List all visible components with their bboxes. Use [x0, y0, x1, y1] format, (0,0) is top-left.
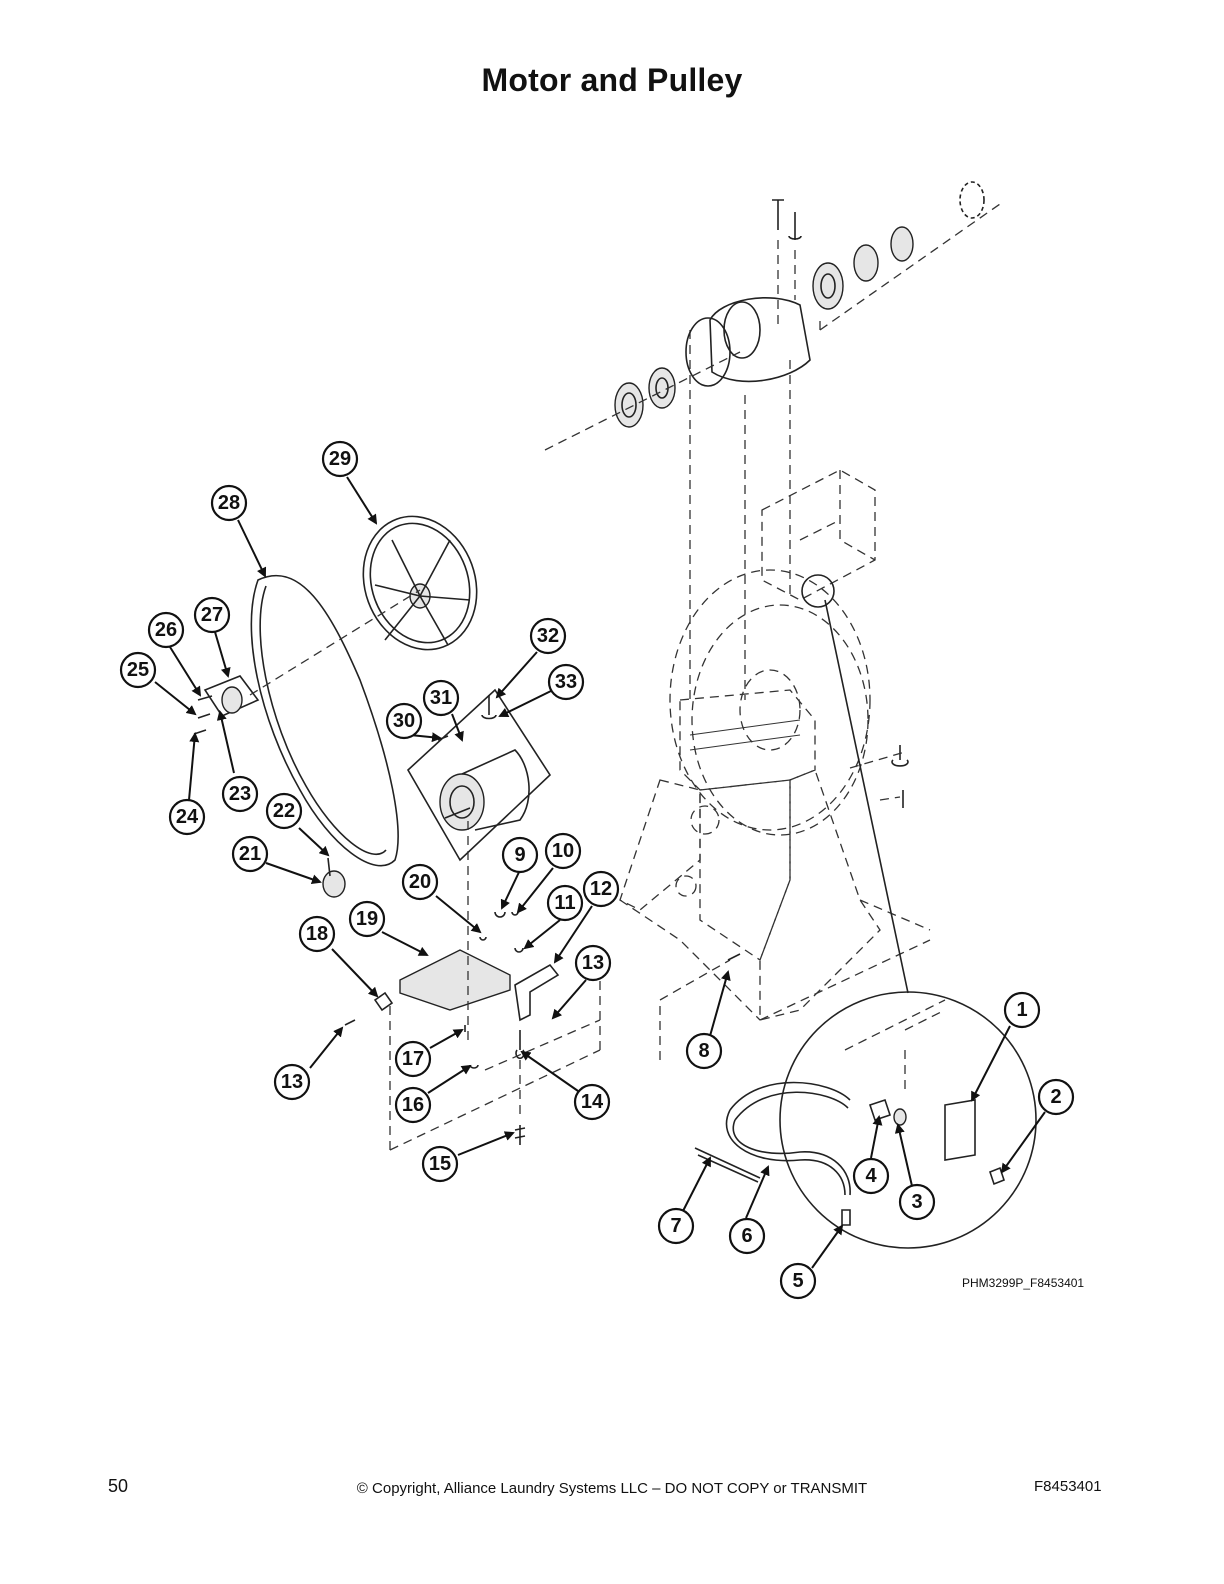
svg-text:11: 11 — [554, 892, 575, 914]
drive-belt — [250, 574, 399, 867]
callout-3: 3 — [898, 1183, 936, 1221]
svg-text:19: 19 — [356, 908, 378, 930]
callout-27: 27 — [193, 596, 231, 634]
document-number: F8453401 — [1034, 1478, 1102, 1495]
callout-24: 24 — [168, 798, 206, 836]
page-title: Motor and Pulley — [481, 62, 743, 98]
callout-14: 14 — [573, 1083, 611, 1121]
callout-20: 20 — [401, 863, 439, 901]
hose-detail-view — [694, 599, 1037, 1249]
callout-19: 19 — [348, 900, 386, 938]
callout-1: 1 — [1003, 991, 1041, 1029]
svg-text:20: 20 — [409, 871, 431, 893]
idler-assembly — [322, 857, 346, 898]
svg-text:21: 21 — [239, 843, 261, 865]
machine-frame — [544, 181, 1001, 1021]
svg-text:16: 16 — [402, 1094, 424, 1116]
svg-text:25: 25 — [127, 659, 149, 681]
svg-text:33: 33 — [555, 671, 577, 693]
page-number: 50 — [108, 1476, 129, 1496]
motor-mount-plate — [344, 820, 741, 1151]
motor — [406, 688, 552, 862]
callout-25: 25 — [119, 651, 157, 689]
callout-22: 22 — [265, 792, 303, 830]
callout-18: 18 — [298, 915, 336, 953]
svg-text:15: 15 — [429, 1153, 451, 1175]
callout-12: 12 — [582, 870, 620, 908]
callout-16: 16 — [394, 1086, 432, 1124]
callout-4: 4 — [852, 1157, 890, 1195]
callout-7: 7 — [657, 1207, 695, 1245]
callout-13b: 13 — [273, 1063, 311, 1101]
svg-text:6: 6 — [741, 1225, 752, 1247]
svg-text:31: 31 — [430, 687, 452, 709]
svg-text:12: 12 — [590, 878, 612, 900]
callout-23: 23 — [221, 775, 259, 813]
svg-text:2: 2 — [1050, 1086, 1061, 1108]
drawing-id: PHM3299P_F8453401 — [962, 1276, 1085, 1290]
motor-pulley-hub — [193, 589, 421, 735]
svg-text:22: 22 — [273, 800, 295, 822]
svg-text:27: 27 — [201, 604, 223, 626]
svg-text:18: 18 — [306, 923, 328, 945]
callout-17: 17 — [394, 1040, 432, 1078]
callout-9: 9 — [501, 836, 539, 874]
callout-10: 10 — [544, 832, 582, 870]
callout-5: 5 — [779, 1262, 817, 1300]
callout-29: 29 — [321, 440, 359, 478]
callout-11: 11 — [546, 884, 584, 922]
svg-text:13: 13 — [281, 1071, 303, 1093]
svg-text:29: 29 — [329, 448, 351, 470]
callout-21: 21 — [231, 835, 269, 873]
callout-30: 30 — [385, 702, 423, 740]
svg-text:10: 10 — [552, 840, 574, 862]
svg-text:30: 30 — [393, 710, 415, 732]
svg-text:32: 32 — [537, 625, 559, 647]
svg-text:23: 23 — [229, 783, 251, 805]
callout-32: 32 — [529, 617, 567, 655]
svg-text:7: 7 — [670, 1215, 681, 1237]
svg-text:5: 5 — [792, 1270, 803, 1292]
drive-pulley — [362, 515, 478, 651]
svg-text:17: 17 — [402, 1048, 424, 1070]
callout-33: 33 — [547, 663, 585, 701]
svg-text:24: 24 — [176, 806, 199, 828]
callout-8: 8 — [685, 1032, 723, 1070]
callout-2: 2 — [1037, 1078, 1075, 1116]
svg-text:28: 28 — [218, 492, 240, 514]
callout-13a: 13 — [574, 944, 612, 982]
svg-text:4: 4 — [865, 1165, 877, 1187]
callout-26: 26 — [147, 611, 185, 649]
svg-text:9: 9 — [514, 844, 525, 866]
svg-text:8: 8 — [698, 1040, 709, 1062]
callout-6: 6 — [728, 1217, 766, 1255]
callout-31: 31 — [422, 679, 460, 717]
callout-28: 28 — [210, 484, 248, 522]
svg-text:14: 14 — [581, 1091, 604, 1113]
callout-15: 15 — [421, 1145, 459, 1183]
callouts: 1 2 3 4 5 6 7 8 9 10 11 12 13 13 14 15 1… — [119, 440, 1075, 1300]
svg-text:13: 13 — [582, 952, 604, 974]
svg-text:3: 3 — [911, 1191, 922, 1213]
svg-text:1: 1 — [1016, 999, 1027, 1021]
svg-text:26: 26 — [155, 619, 177, 641]
copyright-notice: © Copyright, Alliance Laundry Systems LL… — [356, 1480, 868, 1497]
callout-leaders — [154, 476, 1046, 1269]
